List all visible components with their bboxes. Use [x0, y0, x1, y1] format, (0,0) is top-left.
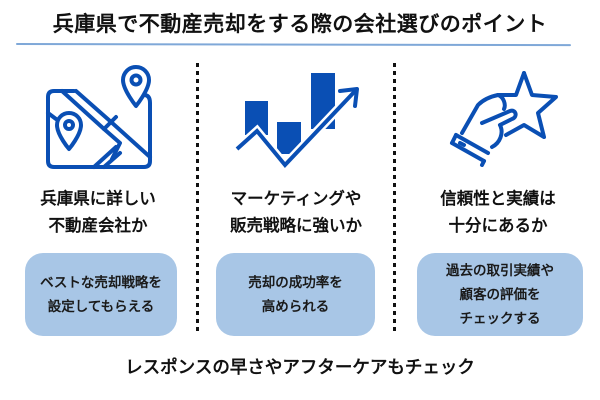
- column-heading: 信頼性と実績は 十分にあるか: [440, 189, 556, 235]
- footer-note: レスポンスの早さやアフターケアもチェック: [125, 358, 475, 378]
- benefit-box: 売却の成功率を 高められる: [216, 253, 375, 336]
- dotted-divider: [393, 63, 396, 335]
- hand-star-icon: [444, 67, 564, 167]
- benefit-text: 過去の取引実績や 顧客の評価を チェックする: [446, 262, 554, 327]
- map-pin-icon: [44, 63, 156, 173]
- column-heading: 兵庫県に詳しい 不動産会社か: [40, 189, 156, 235]
- column-heading: マーケティングや 販売戦略に強いか: [230, 189, 362, 235]
- point-column-local-expertise: 兵庫県に詳しい 不動産会社か ベストな売却戦略を 設定してもらえる: [0, 55, 196, 340]
- benefit-box: ベストな売却戦略を 設定してもらえる: [25, 253, 177, 336]
- dotted-divider: [196, 63, 199, 335]
- growth-chart-icon: [235, 73, 365, 169]
- point-column-marketing: マーケティングや 販売戦略に強いか 売却の成功率を 高められる: [199, 55, 393, 340]
- page-title: 兵庫県で不動産売却をする際の会社選びのポイント: [52, 12, 548, 36]
- benefit-box: 過去の取引実績や 顧客の評価を チェックする: [417, 253, 583, 336]
- benefit-text: ベストな売却戦略を 設定してもらえる: [40, 274, 162, 315]
- point-column-reliability: 信頼性と実績は 十分にあるか 過去の取引実績や 顧客の評価を チェックする: [396, 55, 600, 340]
- title-underline: [15, 43, 572, 47]
- benefit-text: 売却の成功率を 高められる: [248, 274, 343, 315]
